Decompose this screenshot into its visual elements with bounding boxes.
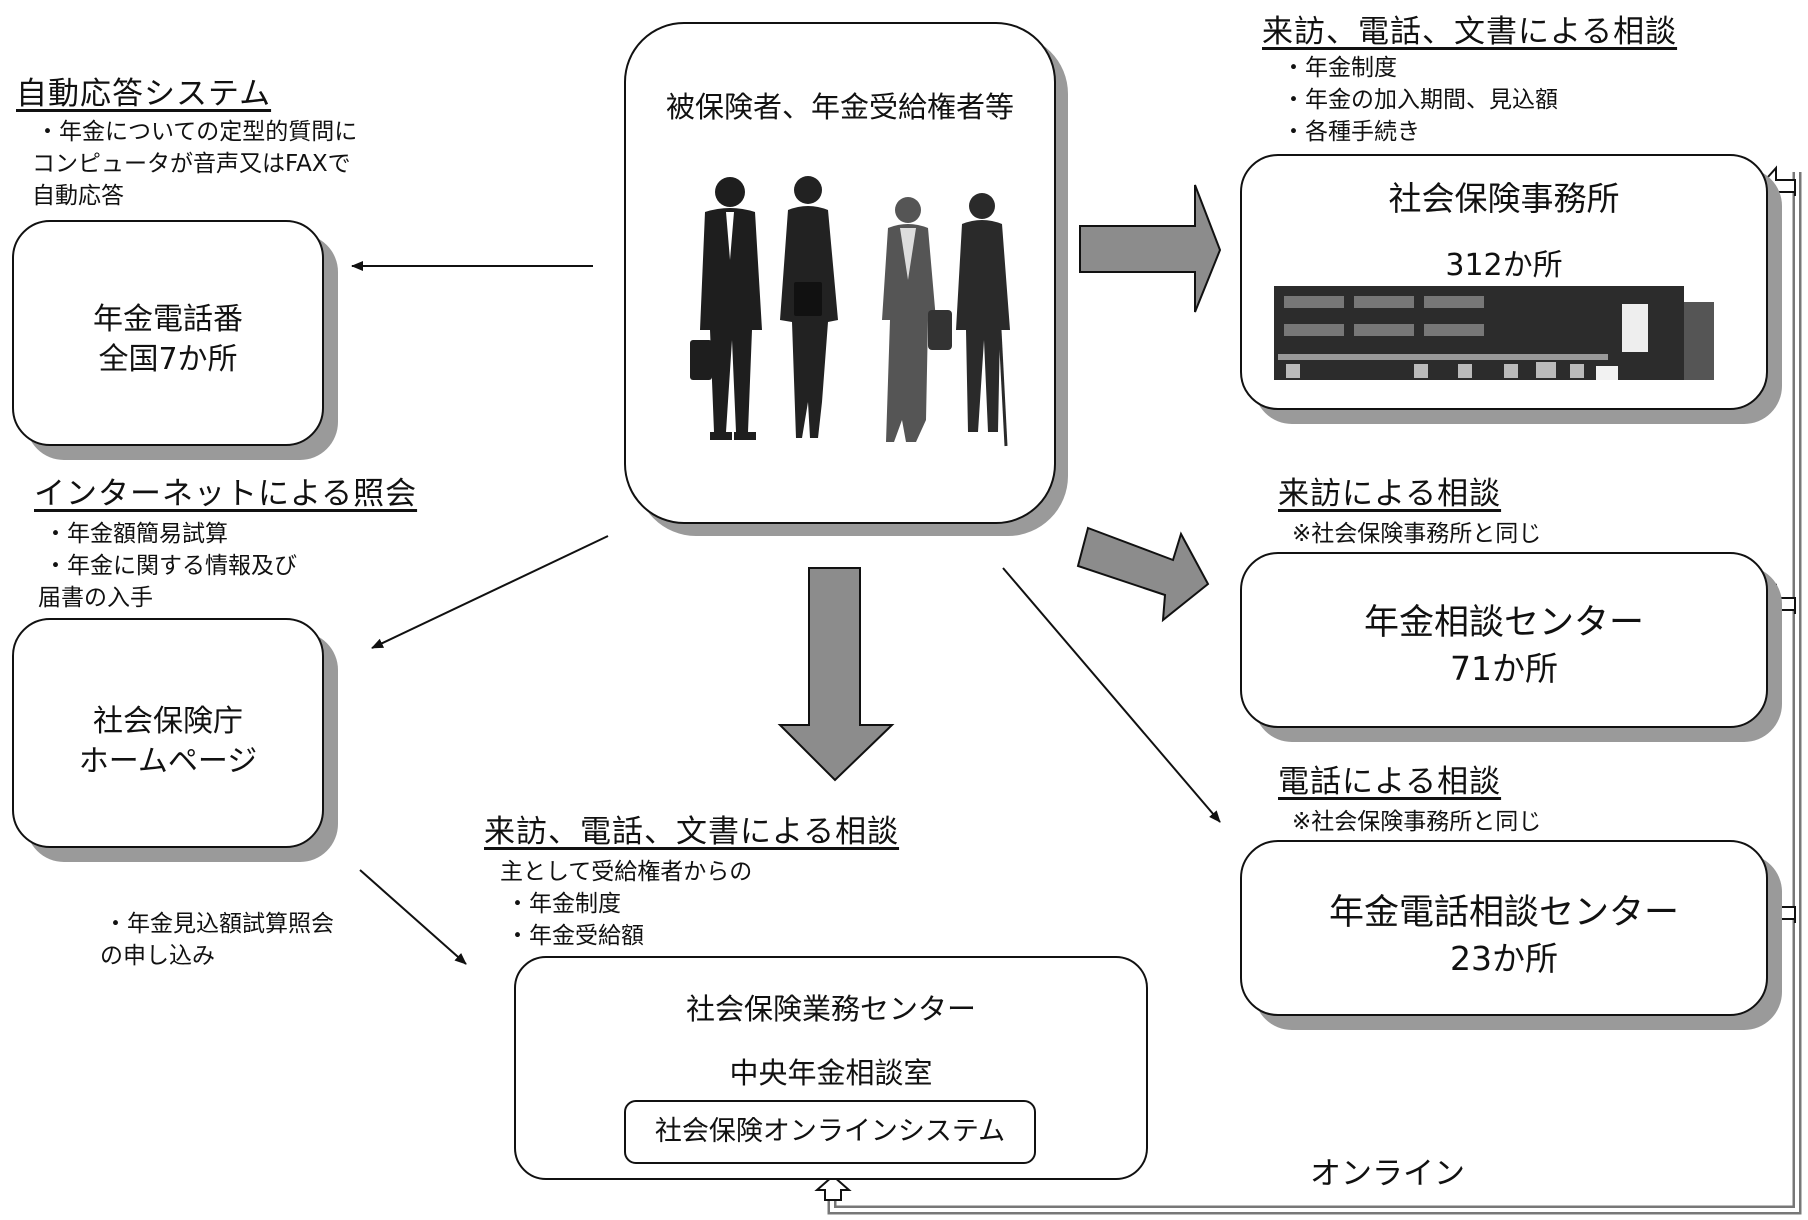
business-center-line-2: ・年金制度 — [506, 891, 621, 917]
homepage-label-2: ホームページ — [78, 744, 258, 779]
office-title: 社会保険事務所 — [1388, 179, 1620, 218]
estimate-request-line-1: ・年金見込額試算照会 — [104, 911, 334, 937]
estimate-request-line-2: の申し込み — [100, 943, 215, 969]
pension-phone-box: 年金電話番 全国7か所 — [12, 220, 324, 446]
internet-line-2: ・年金に関する情報及び — [44, 553, 297, 579]
people-group-icon — [690, 176, 1010, 447]
insured-persons-box: 被保険者、年金受給権者等 — [624, 22, 1056, 524]
insured-persons-title: 被保険者、年金受給権者等 — [665, 90, 1014, 124]
office-line-3: ・各種手続き — [1282, 119, 1420, 145]
office-building-icon — [1274, 286, 1714, 380]
internet-line-1: ・年金額簡易試算 — [44, 521, 228, 547]
homepage-label-1: 社会保険庁 — [93, 704, 243, 739]
central-consultation-room: 中央年金相談室 — [729, 1056, 933, 1090]
office-heading: 来訪、電話、文書による相談 — [1262, 14, 1678, 50]
business-center-heading: 来訪、電話、文書による相談 — [484, 814, 900, 850]
internet-heading: インターネットによる照会 — [34, 476, 418, 512]
social-insurance-office-box: 社会保険事務所 312か所 — [1240, 154, 1768, 410]
auto-response-line-1: ・年金についての定型的質問に — [36, 119, 358, 145]
phone-center-count: 23か所 — [1450, 939, 1558, 978]
online-system-box: 社会保険オンラインシステム — [624, 1100, 1036, 1164]
visit-center-title: 年金相談センター — [1363, 603, 1644, 643]
block-arrow-to-visit-center — [1076, 526, 1210, 623]
arrow-to-phone-center — [1002, 567, 1221, 823]
block-arrow-to-business-center — [777, 567, 895, 782]
arrow-to-business-center — [359, 869, 467, 965]
office-count: 312か所 — [1445, 248, 1563, 283]
phone-center-title: 年金電話相談センター — [1328, 893, 1679, 933]
arrow-to-homepage — [371, 535, 609, 649]
pension-phone-label: 年金電話番 — [93, 302, 243, 337]
business-center-box: 社会保険業務センター 中央年金相談室 社会保険オンラインシステム — [514, 956, 1148, 1180]
visit-center-heading: 来訪による相談 — [1278, 476, 1502, 512]
pension-phone-consultation-center-box: 年金電話相談センター 23か所 — [1240, 840, 1768, 1016]
visit-center-note: ※社会保険事務所と同じ — [1292, 521, 1542, 547]
auto-response-line-2: コンピュータが音声又はFAXで — [32, 151, 351, 177]
office-line-2: ・年金の加入期間、見込額 — [1282, 87, 1558, 113]
block-arrow-to-office — [1079, 184, 1222, 313]
online-label: オンライン — [1310, 1156, 1465, 1192]
auto-response-heading: 自動応答システム — [16, 76, 272, 112]
pension-consultation-center-box: 年金相談センター 71か所 — [1240, 552, 1768, 728]
homepage-box: 社会保険庁 ホームページ — [12, 618, 324, 848]
pension-phone-count: 全国7か所 — [98, 342, 238, 377]
business-center-title: 社会保険業務センター — [685, 992, 976, 1026]
business-center-line-1: 主として受給権者からの — [500, 859, 753, 885]
business-center-line-3: ・年金受給額 — [506, 923, 644, 949]
phone-center-note: ※社会保険事務所と同じ — [1292, 809, 1542, 835]
office-line-1: ・年金制度 — [1282, 55, 1397, 81]
visit-center-count: 71か所 — [1450, 649, 1558, 688]
auto-response-line-3: 自動応答 — [32, 183, 124, 209]
phone-center-heading: 電話による相談 — [1278, 764, 1502, 800]
internet-line-3: 届書の入手 — [38, 585, 153, 611]
